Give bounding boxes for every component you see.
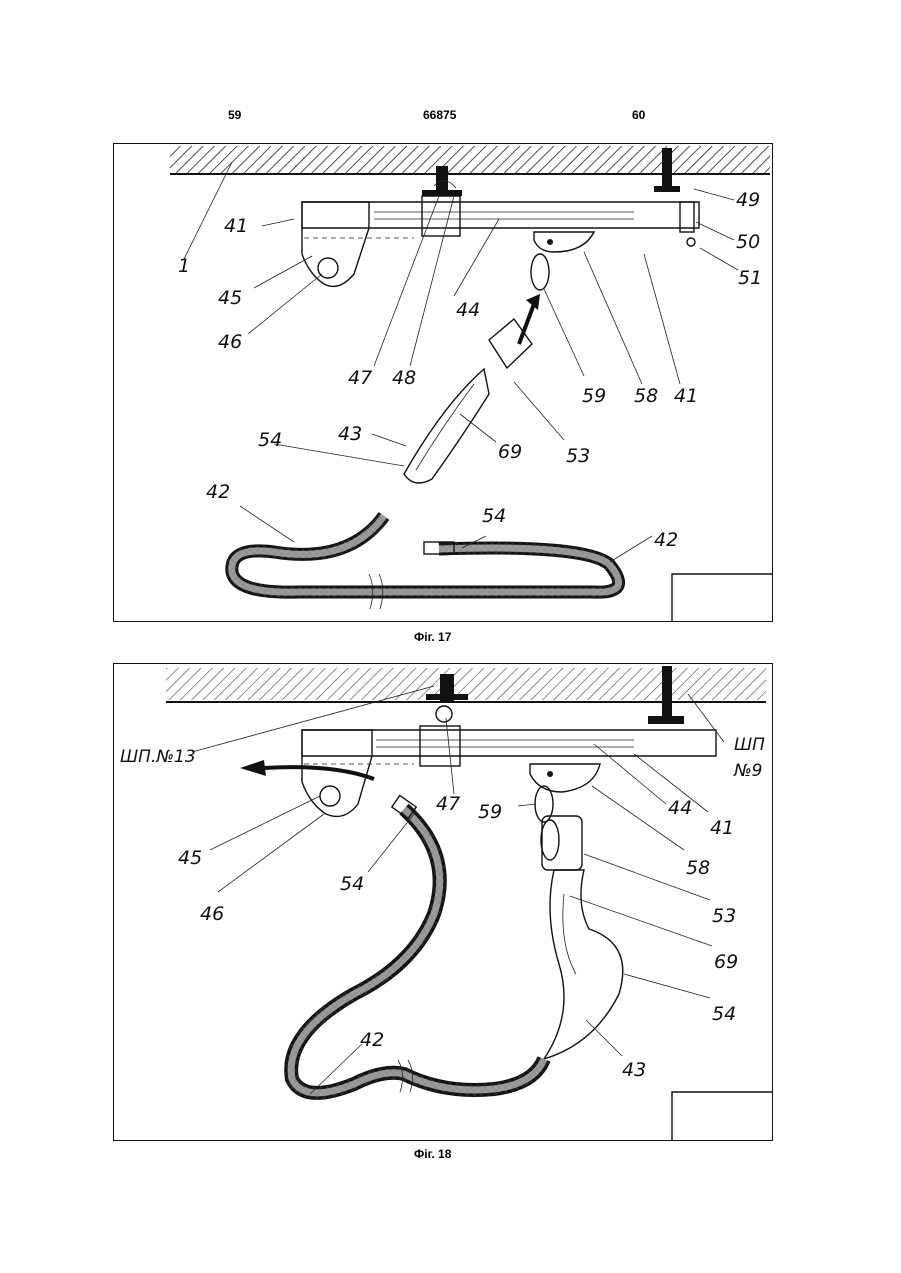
label-45: 45 — [218, 287, 242, 309]
figure-18-caption: Фіг. 18 — [414, 1147, 451, 1161]
figure-18-frame: ШП.№13 ШП №9 44 41 47 59 58 53 69 54 43 … — [113, 663, 773, 1141]
label-59: 59 — [582, 385, 606, 407]
label-42-right: 42 — [654, 529, 678, 551]
label-69: 69 — [714, 951, 738, 973]
ceiling — [170, 146, 770, 174]
label-69: 69 — [498, 441, 522, 463]
label-43: 43 — [338, 423, 362, 445]
label-42-left: 42 — [206, 481, 230, 503]
label-46: 46 — [200, 903, 224, 925]
label-44: 44 — [668, 797, 692, 819]
label-45: 45 — [178, 847, 202, 869]
label-43: 43 — [622, 1059, 646, 1081]
figure-17-frame: 1 41 45 46 47 48 44 59 58 41 49 50 51 53… — [113, 143, 773, 622]
label-41-right: 41 — [674, 385, 698, 407]
figure-18-drawing: ШП.№13 ШП №9 44 41 47 59 58 53 69 54 43 … — [114, 664, 772, 1140]
label-shp-9: №9 — [733, 761, 763, 781]
label-54-right: 54 — [482, 505, 506, 527]
label-42: 42 — [360, 1029, 384, 1051]
label-47: 47 — [436, 793, 460, 815]
page-number-left: 59 — [228, 108, 241, 122]
label-41-left: 41 — [224, 215, 248, 237]
label-58: 58 — [686, 857, 710, 879]
label-47: 47 — [348, 367, 372, 389]
label-53: 53 — [712, 905, 736, 927]
label-53: 53 — [566, 445, 590, 467]
label-shp: ШП — [734, 735, 765, 755]
label-48: 48 — [392, 367, 416, 389]
figure-17-caption: Фіг. 17 — [414, 630, 451, 644]
label-54-left: 54 — [340, 873, 364, 895]
label-49: 49 — [736, 189, 760, 211]
label-58: 58 — [634, 385, 658, 407]
label-54-top: 54 — [258, 429, 282, 451]
label-59: 59 — [478, 801, 502, 823]
label-51: 51 — [738, 267, 762, 289]
patent-number: 66875 — [423, 108, 456, 122]
label-shp-13: ШП.№13 — [120, 747, 196, 767]
figure-17-drawing: 1 41 45 46 47 48 44 59 58 41 49 50 51 53… — [114, 144, 772, 621]
label-44: 44 — [456, 299, 480, 321]
label-46: 46 — [218, 331, 242, 353]
label-1: 1 — [178, 255, 190, 277]
label-50: 50 — [736, 231, 760, 253]
label-54-right: 54 — [712, 1003, 736, 1025]
label-41: 41 — [710, 817, 734, 839]
page-number-right: 60 — [632, 108, 645, 122]
